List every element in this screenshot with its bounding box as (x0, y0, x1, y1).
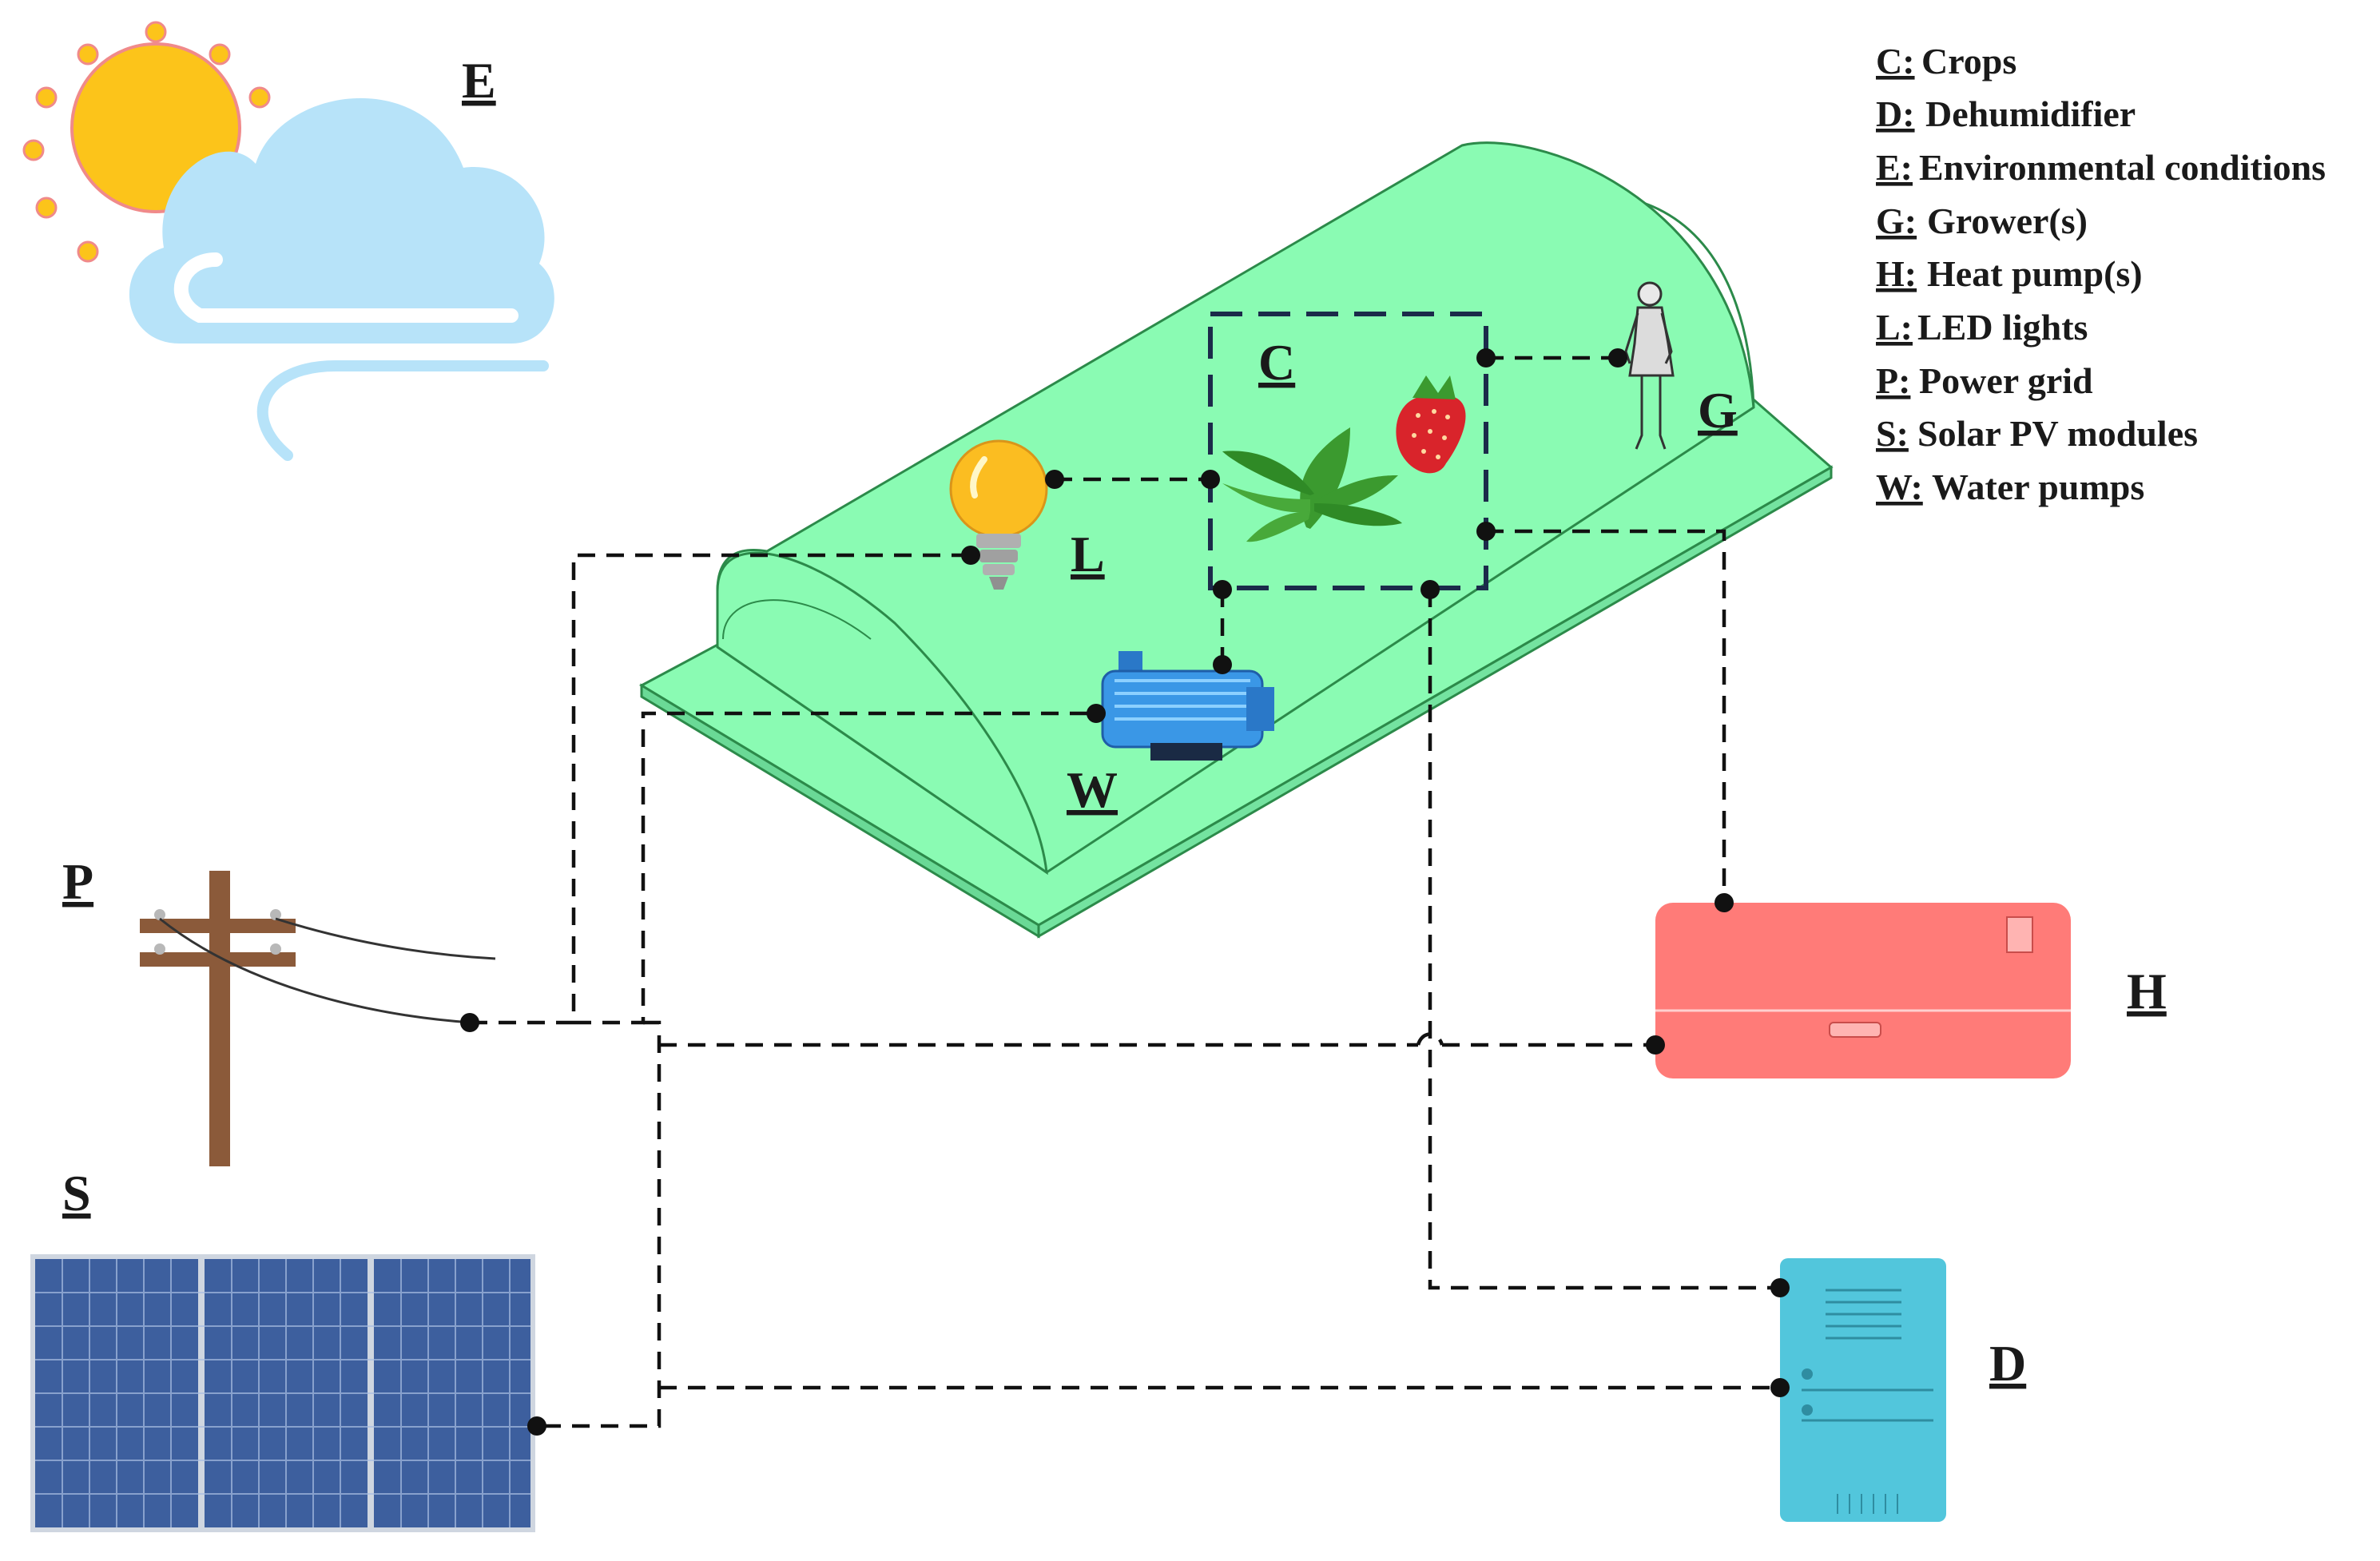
legend-text: Dehumidifier (1925, 93, 2136, 134)
legend-text: Environmental conditions (1919, 147, 2326, 188)
legend-text: Water pumps (1932, 467, 2144, 507)
node-heat-pump-top (1714, 893, 1734, 912)
strawberry-icon (1396, 375, 1466, 474)
legend-text: LED lights (1917, 307, 2088, 348)
legend-key: P: (1876, 360, 1910, 401)
label-solar: S (62, 1165, 91, 1221)
label-heat-pump: H (2127, 963, 2167, 1019)
label-power-grid: P (62, 853, 93, 910)
legend-text: Crops (1921, 41, 2016, 81)
label-dehumidifier: D (1989, 1335, 2026, 1392)
connection-wires (470, 355, 1780, 1428)
legend: C: Crops D: Dehumidifier E: Environmenta… (1876, 41, 2326, 507)
legend-text: Power grid (1919, 360, 2093, 401)
legend-text: Heat pump(s) (1927, 253, 2143, 294)
node-crops-pump-top (1213, 580, 1232, 599)
wind-icon (256, 360, 549, 461)
node-water-pump (1087, 704, 1106, 723)
person-icon (1624, 281, 1675, 450)
label-water-pump: W (1067, 761, 1118, 818)
legend-key: S: (1876, 413, 1909, 454)
water-pump-icon (1101, 651, 1274, 761)
legend-key: G: (1876, 201, 1917, 241)
legend-key: D: (1876, 93, 1915, 134)
node-dehumidifier-top (1770, 1278, 1790, 1297)
legend-text: Grower(s) (1927, 201, 2088, 241)
bulb-icon (949, 439, 1048, 590)
connection-nodes (460, 348, 1790, 1436)
legend-text: Solar PV modules (1917, 413, 2198, 454)
node-crops-led (1201, 470, 1220, 489)
legend-key: C: (1876, 41, 1915, 81)
label-grower: G (1698, 382, 1738, 439)
node-led (961, 546, 980, 565)
legend-key: L: (1876, 307, 1913, 348)
cloud-icon (129, 97, 554, 344)
heat-pump-icon (1655, 903, 2071, 1078)
utility-pole-icon (140, 871, 496, 1166)
node-grower (1608, 348, 1627, 367)
node-crops-pump-bottom (1213, 655, 1232, 674)
node-solar (527, 1416, 546, 1436)
solar-panel-icon (30, 1254, 535, 1532)
node-crops-heat-pump (1476, 522, 1496, 541)
node-crops-grower (1476, 348, 1496, 367)
node-power-grid (460, 1013, 479, 1032)
node-dehumidifier-power (1770, 1378, 1790, 1397)
label-crops: C (1258, 334, 1295, 391)
label-led: L (1071, 526, 1105, 582)
plant-icon (1222, 427, 1402, 542)
crops-boundary (1208, 312, 1488, 590)
dehumidifier-icon (1780, 1258, 1946, 1522)
legend-key: W: (1876, 467, 1923, 507)
node-crops-dehumidifier (1420, 580, 1440, 599)
node-led-crops (1045, 470, 1064, 489)
greenhouse-icon (638, 141, 1834, 939)
legend-key: H: (1876, 253, 1917, 294)
node-heat-pump-power (1646, 1035, 1665, 1055)
legend-key: E: (1876, 147, 1913, 188)
label-environment: E (462, 52, 496, 109)
